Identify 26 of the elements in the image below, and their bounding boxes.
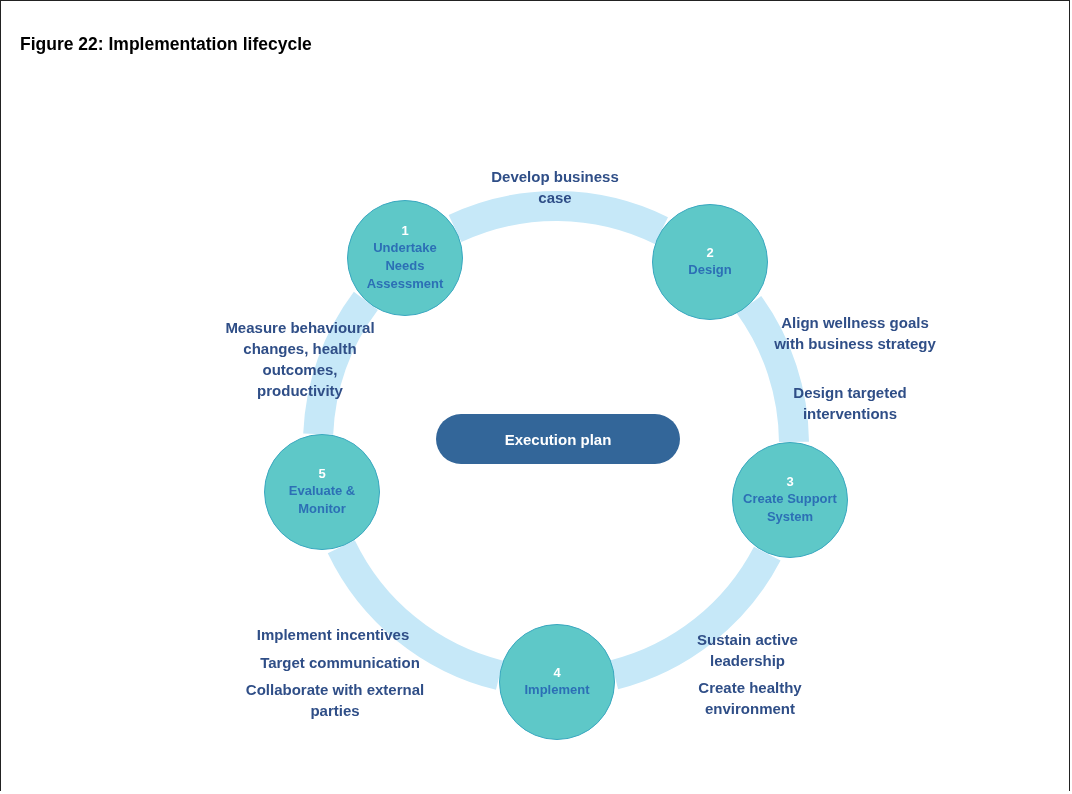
- step-number: 5: [317, 466, 327, 482]
- step-name: Evaluate & Monitor: [287, 482, 357, 518]
- step-name: Implement: [523, 681, 591, 699]
- ring-segment: [303, 292, 379, 436]
- step-activity: Develop business case: [490, 167, 620, 208]
- step-activity: Create healthy environment: [697, 678, 803, 719]
- ring-segment: [736, 296, 809, 443]
- ring-segment: [609, 545, 781, 690]
- ring-segment: [449, 191, 668, 245]
- step-number: 4: [552, 665, 562, 681]
- step-activity: Align wellness goals with business strategy: [773, 313, 937, 354]
- step-name: Create Support System: [742, 490, 838, 526]
- step-activity: Measure behavioural changes, health outcomes, productivity: [224, 318, 376, 401]
- step-number: 1: [400, 223, 410, 239]
- step-number: 3: [785, 474, 795, 490]
- step-activity: Design targeted interventions: [792, 383, 908, 424]
- step-number: 2: [705, 245, 715, 261]
- pill-label: Execution plan: [504, 430, 612, 448]
- step-name: Undertake Needs Assessment: [365, 239, 445, 293]
- center-pill: [436, 414, 680, 464]
- step-activity: Target communication: [259, 653, 421, 673]
- step-activity: Sustain active leadership: [696, 630, 799, 671]
- figure-title: Figure 22: Implementation lifecycle: [20, 34, 312, 55]
- step-name: Design: [687, 261, 733, 279]
- step-activity: Implement incentives: [255, 625, 411, 645]
- step-activity: Collaborate with external parties: [244, 680, 426, 721]
